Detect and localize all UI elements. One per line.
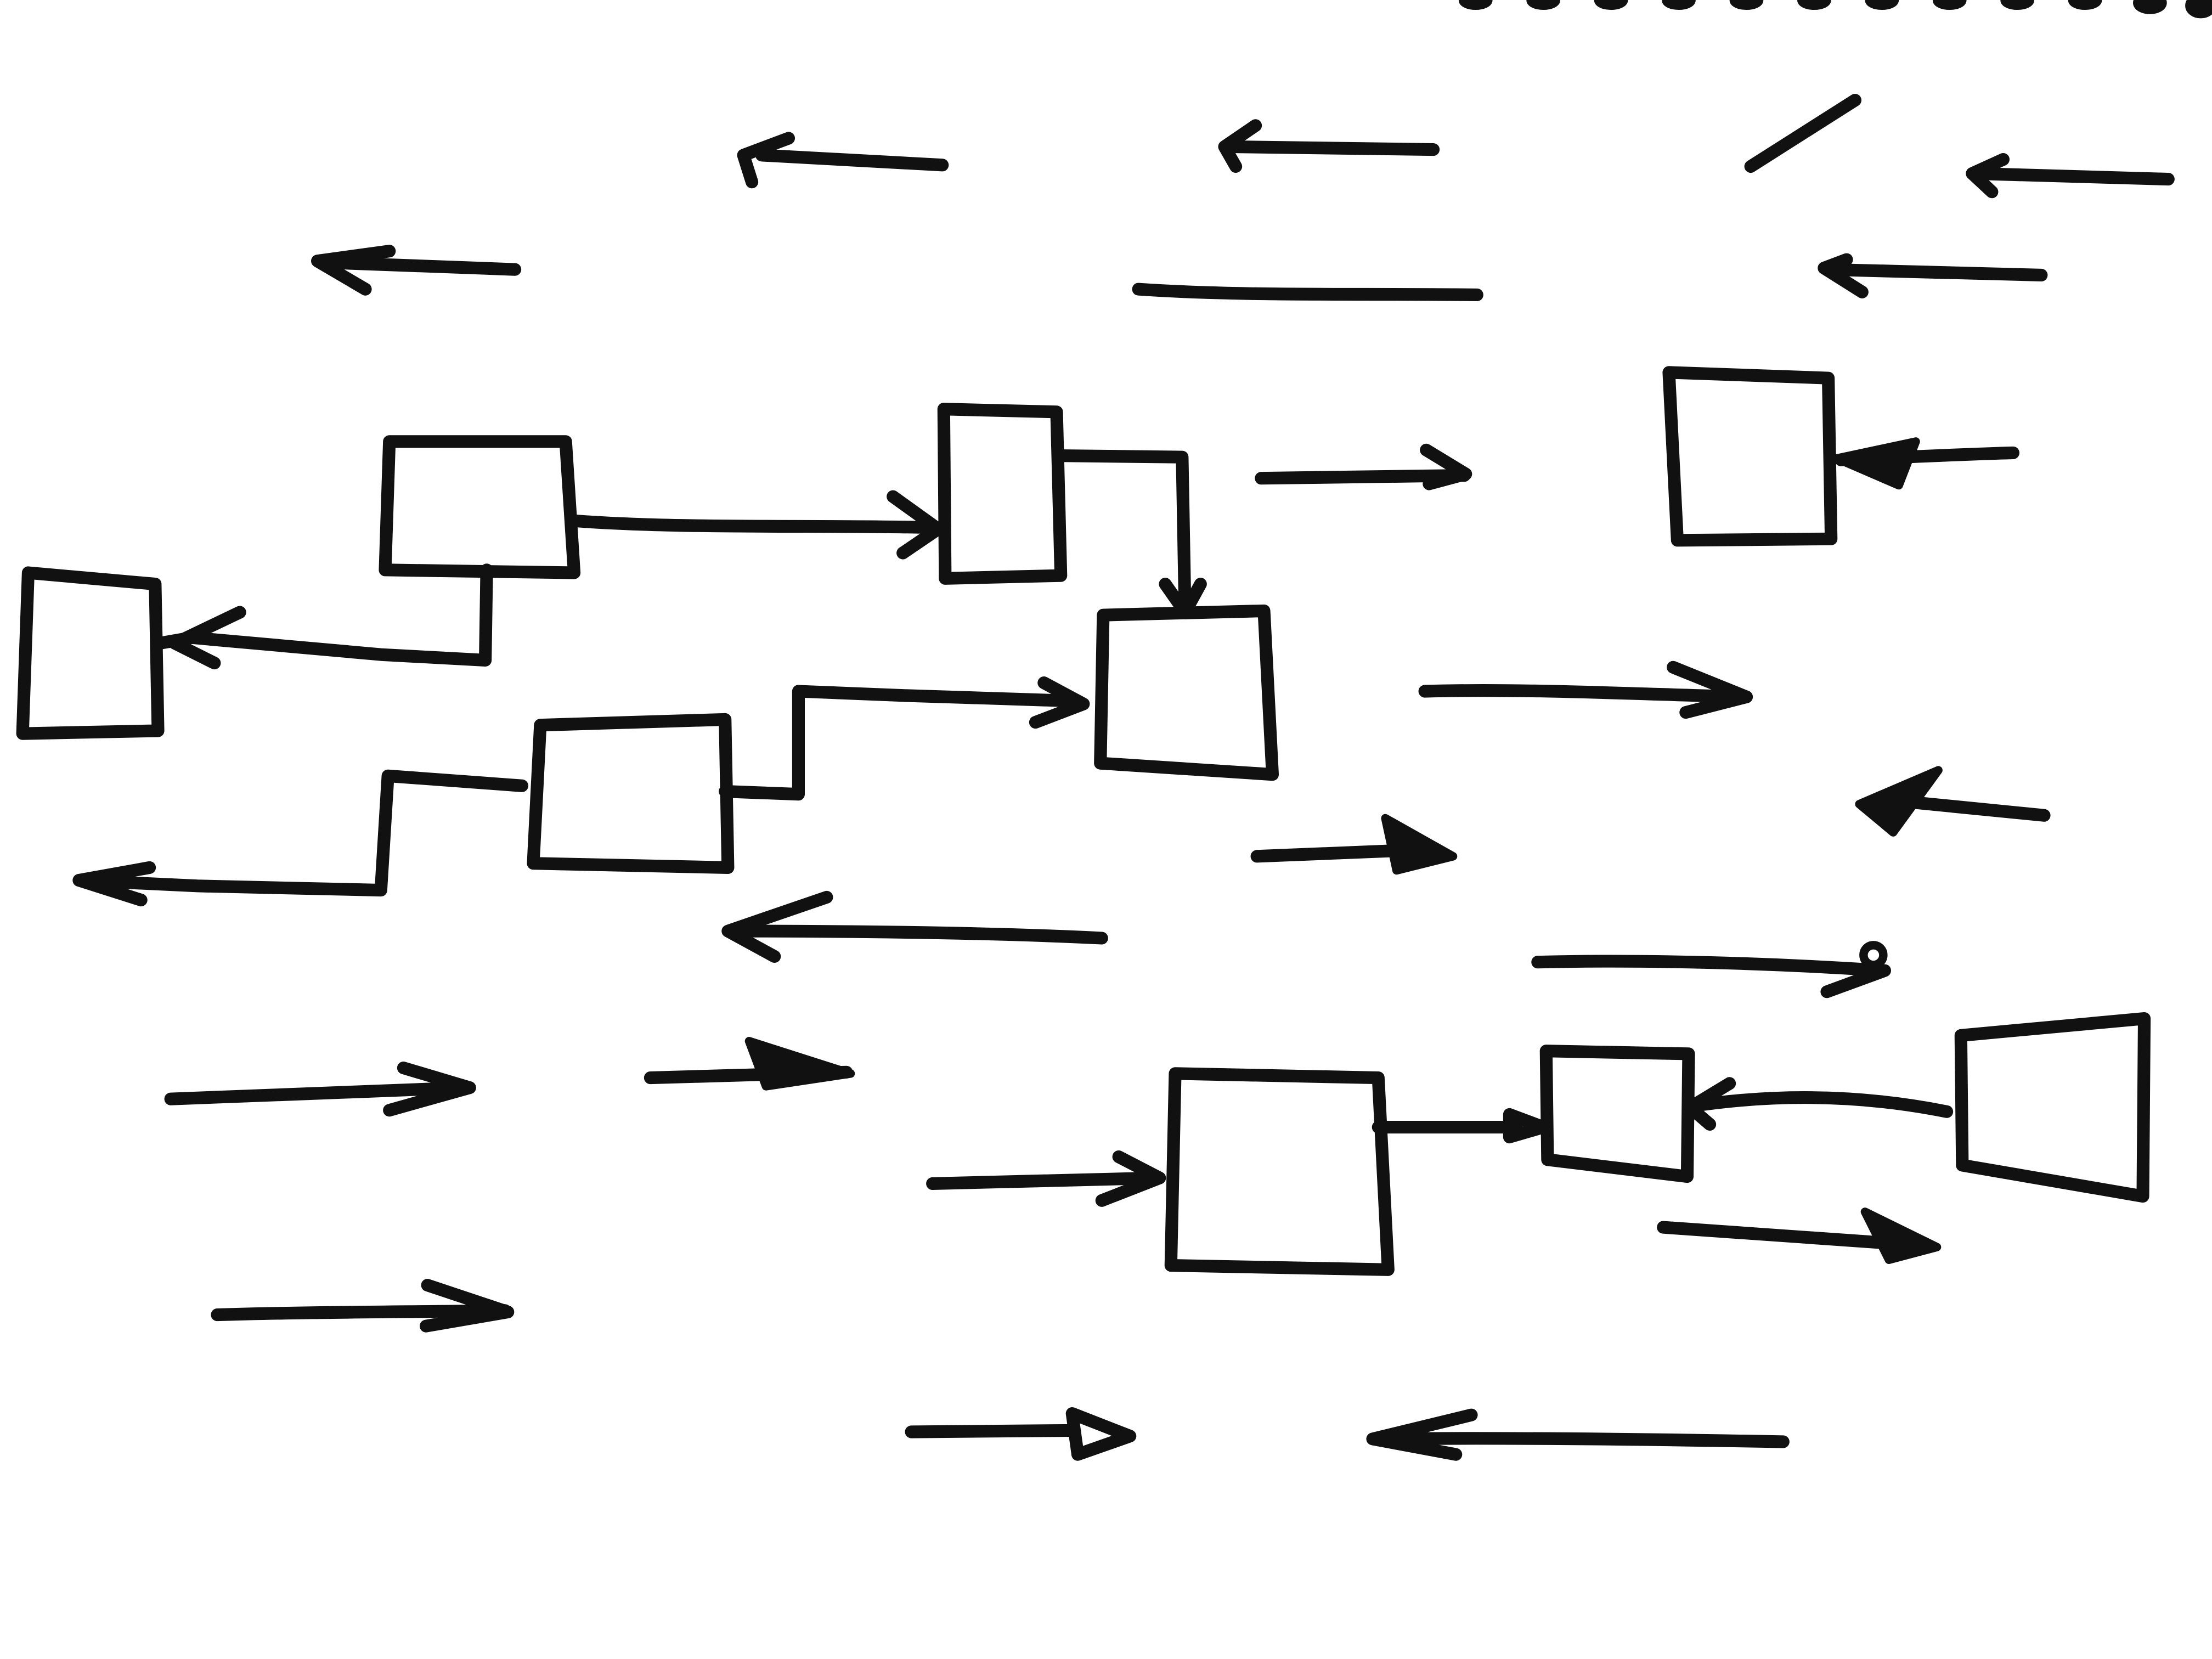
arrow-head-open (1159, 578, 1207, 619)
connector-into-box8[interactable] (926, 1171, 1164, 1190)
connector-box2-box3[interactable] (565, 514, 942, 534)
box-7[interactable] (1954, 1012, 2151, 1203)
arrow-head-open (737, 132, 795, 189)
connector-box3-box6[interactable] (1052, 449, 1192, 616)
loose-arrow[interactable] (1255, 469, 1471, 485)
loose-arrow[interactable] (1820, 263, 2048, 281)
notebook-binding (1458, 0, 2212, 19)
loose-line[interactable] (1744, 94, 1861, 173)
arrow-head-circle (1859, 941, 1888, 969)
loose-arrow[interactable] (318, 256, 522, 276)
arrow-head-hollow (1065, 1407, 1137, 1461)
connector-box2-box1[interactable] (153, 563, 493, 667)
loose-arrow[interactable] (1369, 1432, 1790, 1448)
arrow-head-open (1966, 153, 2010, 199)
box-8[interactable] (1164, 1067, 1395, 1276)
box-1[interactable] (16, 566, 165, 740)
loose-arrow[interactable] (724, 924, 1108, 945)
arrow-head-open (1684, 1077, 1736, 1131)
arrow-head-open (1029, 676, 1090, 729)
arrow-head-filled (744, 1037, 855, 1091)
arrow-head-open (1667, 661, 1753, 719)
arrow-head-filled (1832, 437, 1920, 490)
connector-box5-box6[interactable] (719, 685, 1085, 801)
box-6[interactable] (1094, 604, 1279, 781)
loose-arrow[interactable] (1968, 167, 2175, 186)
box-9[interactable] (1539, 1045, 1695, 1183)
arrow-head-open (311, 245, 396, 296)
arrow-head-open (721, 890, 833, 963)
arrow-head-open (72, 861, 156, 907)
arrow-head-filled (1860, 1207, 1942, 1265)
arrow-head-hollow (1503, 1108, 1550, 1144)
loose-arrow[interactable] (1223, 140, 1440, 156)
arrow-head-open (420, 1279, 515, 1333)
box-2[interactable] (379, 435, 581, 579)
arrow-head-open (1818, 253, 1869, 298)
loose-arrow[interactable] (1418, 684, 1753, 703)
connector-box7-box9[interactable] (1686, 1091, 1954, 1118)
arrow-head-open (1095, 1150, 1166, 1207)
arrow-head-open (1218, 119, 1262, 173)
arrow-head-filled (1381, 814, 1458, 875)
loose-arrow[interactable] (1250, 844, 1403, 863)
arrow-head-open (383, 1062, 476, 1117)
diagram-ink (16, 0, 2212, 1461)
loose-arrow[interactable] (1657, 1221, 1911, 1251)
loose-arrow[interactable] (755, 149, 949, 172)
arrow-head-open (1366, 1408, 1478, 1461)
arrow-head-open (887, 490, 945, 560)
loose-arrow[interactable] (164, 1081, 472, 1105)
arrow-head-filled (1855, 766, 1943, 837)
arrow-head-open (1820, 964, 1891, 998)
loose-arrow[interactable] (211, 1304, 512, 1322)
arrow-head-open (168, 606, 246, 670)
connector-box5-left[interactable] (72, 769, 528, 897)
box-5[interactable] (527, 713, 735, 874)
loose-arrow[interactable] (1531, 955, 1890, 977)
loose-line[interactable] (1132, 283, 1483, 301)
box-3[interactable] (937, 403, 1068, 585)
arrow-head-open (1420, 443, 1472, 490)
loose-arrow[interactable] (905, 1424, 1079, 1438)
box-4[interactable] (1662, 366, 1838, 547)
